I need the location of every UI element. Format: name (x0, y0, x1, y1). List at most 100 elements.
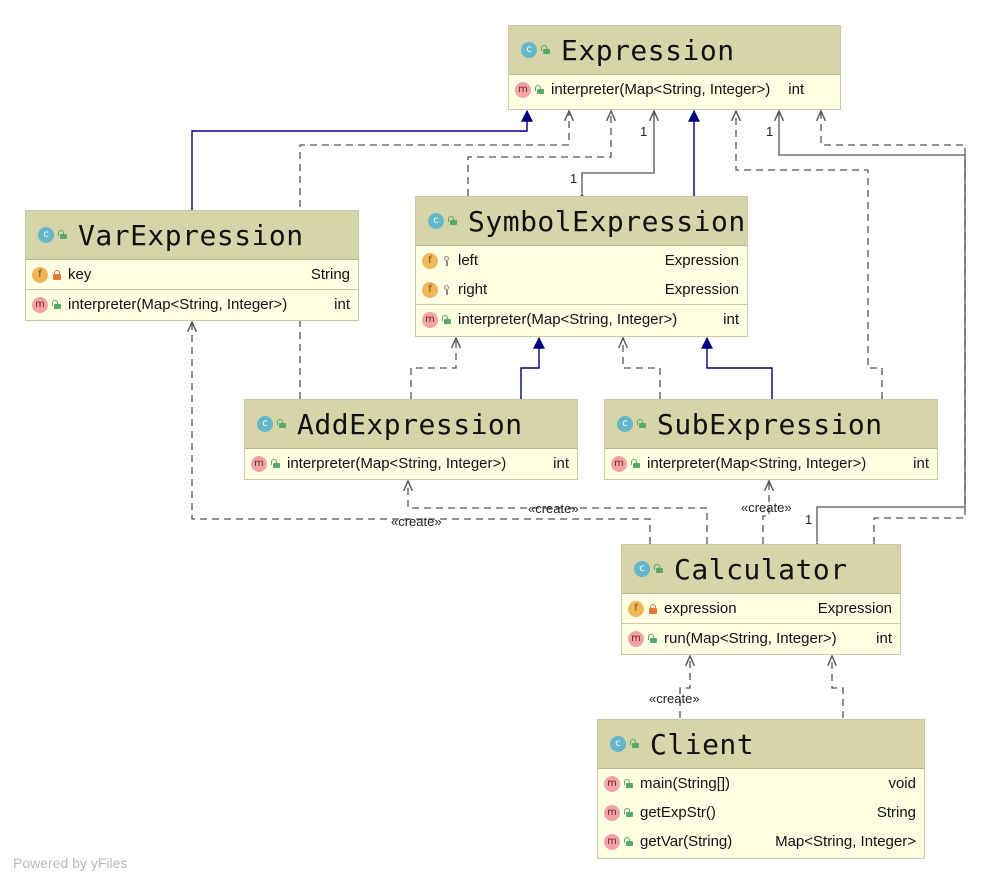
methods-section: m interpreter(Map<String, Integer>) int (416, 305, 747, 334)
class-name: SubExpression (657, 407, 883, 441)
methods-section: m interpreter(Map<String, Integer>) int (245, 449, 577, 478)
class-symbol-expression[interactable]: c SymbolExpression f left Expression f r… (415, 196, 748, 337)
class-icon: c (634, 561, 650, 577)
create-label-add: «create» (528, 501, 579, 516)
field-row[interactable]: f right Expression (416, 275, 747, 304)
method-signature: getVar(String) (640, 833, 733, 850)
fields-section: f key String (26, 260, 358, 290)
class-name: VarExpression (78, 218, 304, 252)
field-icon: f (422, 281, 438, 298)
edge-calc-uses-expression (821, 111, 966, 544)
class-header: c AddExpression (245, 400, 577, 449)
public-icon (630, 739, 640, 749)
static-method-icon: m (604, 833, 620, 850)
method-row[interactable]: m interpreter(Map<String, Integer>) int (509, 75, 840, 104)
class-add-expression[interactable]: c AddExpression m interpreter(Map<String… (244, 399, 578, 480)
field-type: Expression (817, 600, 892, 617)
class-icon: c (428, 213, 444, 229)
field-name: right (458, 281, 488, 298)
edge-calc-creates-sub (762, 481, 769, 544)
edge-add-uses-symbol (410, 338, 456, 399)
method-signature: interpreter(Map<String, Integer>) (68, 296, 288, 313)
public-icon (624, 836, 634, 847)
multiplicity-calc-expression: 1 (766, 124, 774, 139)
class-expression[interactable]: c Expression m interpreter(Map<String, I… (508, 25, 841, 110)
method-icon: m (628, 630, 644, 647)
class-runnable-icon: c (610, 736, 626, 752)
class-client[interactable]: c Client m main(String[]) void m getExpS… (597, 719, 925, 859)
class-sub-expression[interactable]: c SubExpression m interpreter(Map<String… (604, 399, 938, 480)
method-signature: getExpStr() (640, 804, 716, 821)
field-name: expression (664, 600, 737, 617)
method-signature: main(String[]) (640, 775, 731, 792)
public-icon (624, 807, 634, 818)
method-row[interactable]: m interpreter(Map<String, Integer>) int (245, 449, 577, 478)
multiplicity-symbol-expression: 1 (640, 124, 648, 139)
method-signature: run(Map<String, Integer>) (664, 630, 837, 647)
methods-section: m main(String[]) void m getExpStr() Stri… (598, 769, 924, 856)
edge-client-creates-calc (679, 656, 690, 718)
method-row[interactable]: m main(String[]) void (598, 769, 924, 798)
method-icon: m (515, 81, 531, 98)
method-row[interactable]: m interpreter(Map<String, Integer>) int (26, 290, 358, 319)
edge-calc-creates-var (192, 322, 651, 544)
class-header: c Calculator (622, 545, 900, 594)
class-name: AddExpression (297, 407, 523, 441)
class-header: c SymbolExpression (416, 197, 747, 246)
create-label-var: «create» (391, 514, 442, 529)
methods-section: m interpreter(Map<String, Integer>) int (26, 290, 358, 319)
method-icon: m (422, 311, 438, 328)
static-method-icon: m (604, 804, 620, 821)
public-icon (535, 84, 545, 95)
method-return-type: int (553, 455, 569, 472)
methods-section: m interpreter(Map<String, Integer>) int (509, 75, 840, 104)
method-return-type: void (888, 775, 916, 792)
method-return-type: int (723, 311, 739, 328)
edge-sub-uses-symbol (623, 338, 661, 399)
method-row[interactable]: m getExpStr() String (598, 798, 924, 827)
field-icon: f (628, 600, 644, 617)
class-header: c Client (598, 720, 924, 769)
class-name: Client (650, 727, 755, 761)
method-signature: interpreter(Map<String, Integer>) (458, 311, 678, 328)
field-type: Expression (664, 281, 739, 298)
methods-section: m run(Map<String, Integer>) int (622, 624, 900, 653)
method-return-type: int (876, 630, 892, 647)
method-row[interactable]: m getVar(String) Map<String, Integer> (598, 827, 924, 856)
static-method-icon: m (604, 775, 620, 792)
public-icon (654, 564, 664, 574)
edge-client-uses-calc (832, 656, 844, 718)
edge-add-inherits-symbol (520, 336, 545, 399)
public-icon (624, 778, 634, 789)
create-label-calculator: «create» (649, 691, 700, 706)
class-var-expression[interactable]: c VarExpression f key String m interpret… (25, 210, 359, 321)
method-return-type: String (876, 804, 916, 821)
field-type: String (310, 266, 350, 283)
method-row[interactable]: m interpreter(Map<String, Integer>) int (605, 449, 937, 478)
method-row[interactable]: m interpreter(Map<String, Integer>) int (416, 305, 747, 334)
field-name: left (458, 252, 479, 269)
watermark: Powered by yFiles (13, 855, 128, 871)
class-header: c Expression (509, 26, 840, 75)
class-icon: c (521, 42, 537, 58)
edge-sub-uses-expression (736, 111, 883, 399)
class-icon: c (617, 416, 633, 432)
class-name: Calculator (674, 552, 848, 586)
method-icon: m (611, 455, 627, 472)
public-icon (448, 216, 458, 226)
field-row[interactable]: f left Expression (416, 246, 747, 275)
package-private-icon (442, 284, 452, 295)
field-type: Expression (664, 252, 739, 269)
method-signature: interpreter(Map<String, Integer>) (647, 455, 867, 472)
package-private-icon (442, 255, 452, 266)
field-row[interactable]: f key String (26, 260, 358, 289)
field-row[interactable]: f expression Expression (622, 594, 900, 623)
public-icon (631, 458, 641, 469)
public-icon (52, 299, 62, 310)
private-lock-icon (52, 269, 62, 280)
class-calculator[interactable]: c Calculator f expression Expression m r… (621, 544, 901, 655)
fields-section: f left Expression f right Expression (416, 246, 747, 305)
class-name: SymbolExpression (468, 204, 746, 238)
method-row[interactable]: m run(Map<String, Integer>) int (622, 624, 900, 653)
